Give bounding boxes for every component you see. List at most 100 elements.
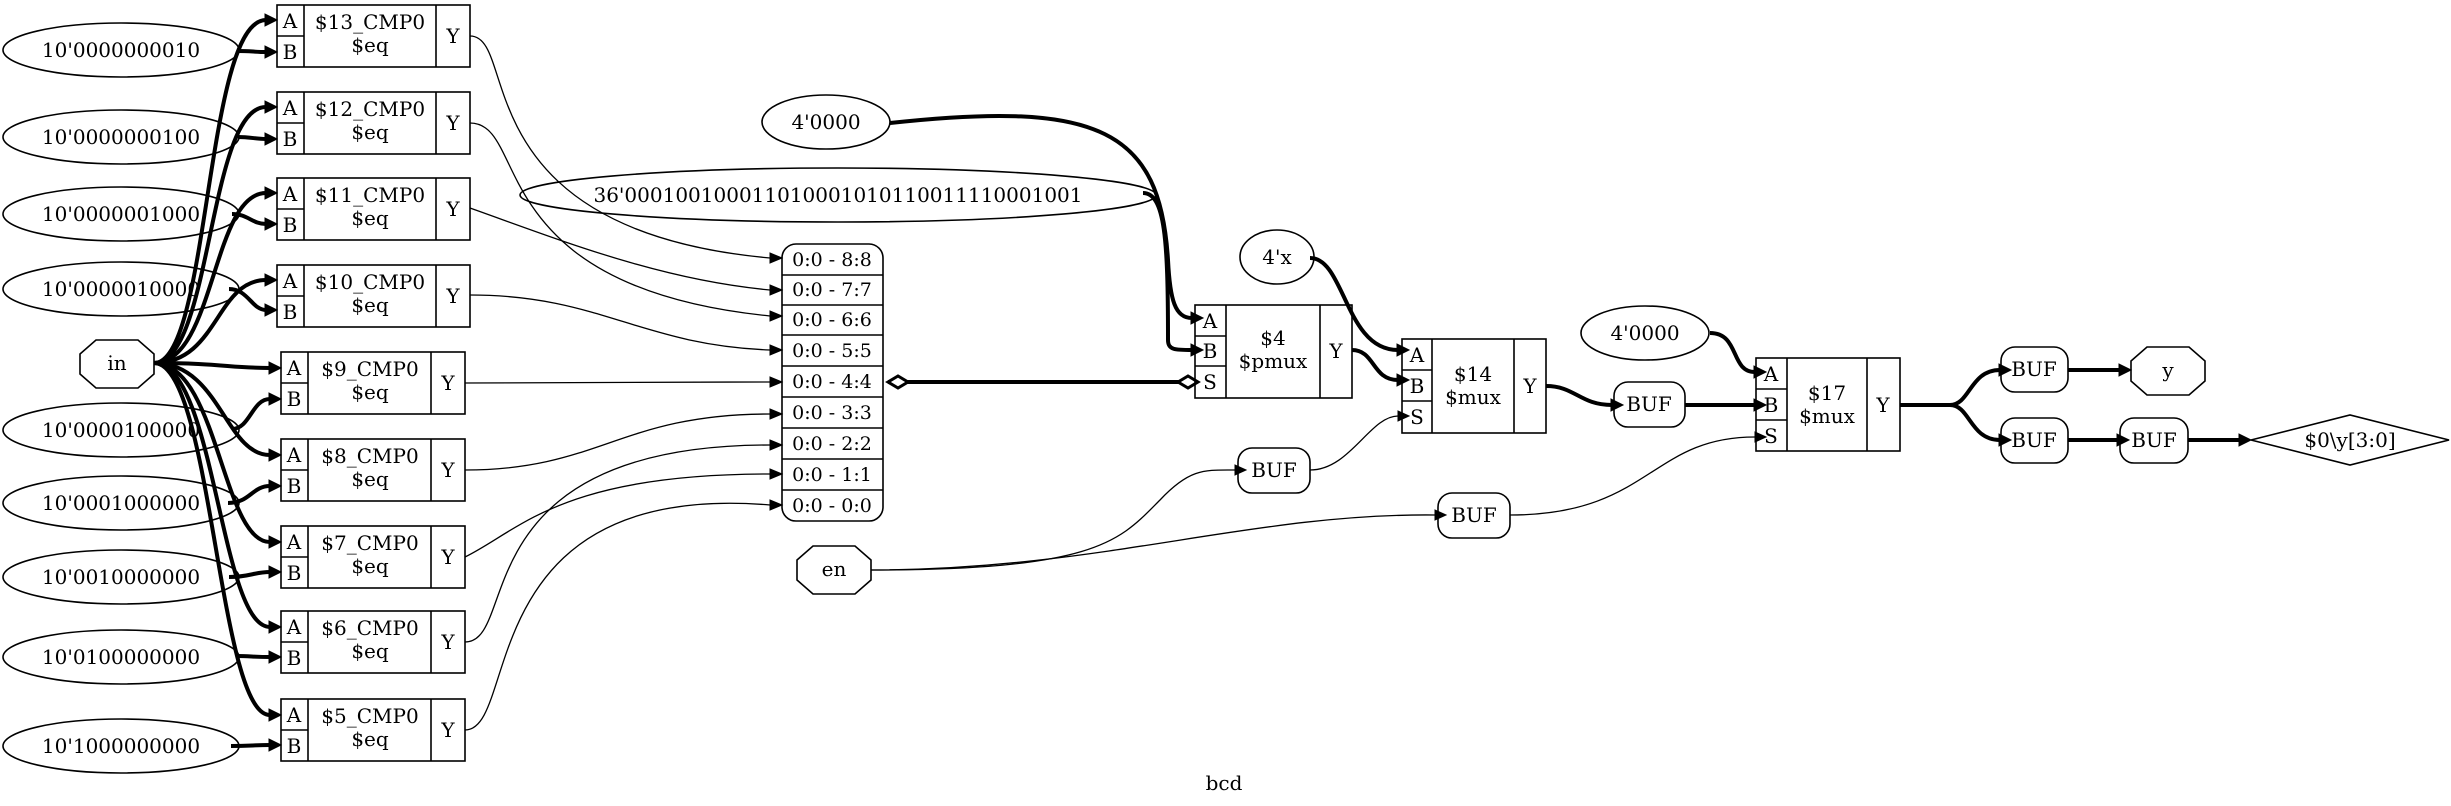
wire-in-a10: [153, 278, 267, 365]
port-y-label: Y: [445, 24, 460, 48]
arrow-heads: [264, 13, 2253, 752]
buf-mux14-out: BUF: [1613, 381, 1686, 428]
cell-op: $eq: [351, 380, 389, 404]
wire-y5: [464, 502, 771, 731]
wire-c6-b: [236, 654, 271, 659]
wire-c8-b: [227, 484, 271, 505]
cell-op: $eq: [351, 293, 389, 317]
comparator-11: A B $11_CMP0 $eq Y: [276, 177, 471, 241]
port-a-label: A: [286, 443, 302, 467]
concat-cell: 0:0 - 8:8 0:0 - 7:7 0:0 - 6:6 0:0 - 5:5 …: [781, 243, 884, 522]
wire-y12: [469, 122, 771, 317]
cell-op: $eq: [351, 639, 389, 663]
port-y-label: Y: [440, 545, 455, 569]
constant-label: 4'x: [1262, 245, 1292, 269]
port-b-label: B: [1203, 339, 1218, 363]
wire-k4x-mux14-a: [1309, 256, 1399, 352]
wire-mux14-buf3: [1545, 384, 1613, 407]
constant-c6: 10'0100000000: [2, 629, 240, 685]
port-y-label: Y: [440, 718, 455, 742]
cell-name: $5_CMP0: [321, 704, 418, 728]
wire-in-a9: [153, 361, 271, 370]
port-label: y: [2161, 358, 2174, 382]
concat-slice: 0:0 - 6:6: [792, 309, 872, 331]
wire-y9: [464, 381, 771, 384]
cell-name: $17: [1808, 381, 1846, 405]
cell-op: $eq: [351, 554, 389, 578]
cell-name: $8_CMP0: [321, 444, 418, 468]
cell-op: $mux: [1799, 404, 1856, 428]
buf-label: BUF: [2011, 357, 2057, 381]
port-a-label: A: [1409, 343, 1425, 367]
constant-c11: 10'0000001000: [2, 186, 240, 242]
comparator-5: A B $5_CMP0 $eq Y: [280, 698, 466, 762]
diagram-title: bcd: [1206, 771, 1243, 795]
wire-en-buf1: [870, 469, 1236, 571]
constant-c10: 10'0000010000: [2, 261, 240, 317]
wire-c9-b: [231, 397, 271, 431]
constant-label: 4'0000: [1610, 321, 1679, 345]
constant-k4b: 4'0000: [1580, 305, 1710, 361]
port-y-label: Y: [440, 371, 455, 395]
wire-in-a13: [153, 18, 267, 365]
port-y-label: Y: [1328, 339, 1343, 363]
concat-slice: 0:0 - 7:7: [792, 279, 872, 301]
wire-in-a6: [153, 361, 271, 629]
port-b-label: B: [283, 40, 298, 64]
constant-label: 10'0010000000: [42, 565, 200, 589]
concat-slice: 0:0 - 8:8: [792, 249, 872, 271]
constant-c5: 10'1000000000: [2, 718, 240, 774]
cell-op: $mux: [1445, 385, 1502, 409]
concat-slice: 0:0 - 2:2: [792, 433, 872, 455]
output-port-y-reg: $0\y[3:0]: [2250, 414, 2450, 466]
port-y-label: Y: [445, 197, 460, 221]
constant-c9: 10'0000100000: [2, 402, 240, 458]
constant-label: 10'0000001000: [42, 202, 200, 226]
constant-label: 10'0000000010: [42, 38, 200, 62]
cell-name: $14: [1454, 362, 1492, 386]
port-y-label: Y: [1522, 374, 1537, 398]
wire-c12-b: [237, 135, 267, 141]
cell-name: $9_CMP0: [321, 357, 418, 381]
pmux-cell: A B S $4 $pmux Y: [1194, 304, 1353, 399]
buf-yreg-2: BUF: [2119, 417, 2189, 464]
wire-k36-pmux-b: [1142, 191, 1193, 352]
wire-buf1-mux14-s: [1309, 415, 1399, 471]
wire-c5-b: [230, 743, 271, 748]
cell-op: $eq: [351, 467, 389, 491]
wire-in-a7: [153, 361, 271, 544]
constant-label: 10'0100000000: [42, 645, 200, 669]
port-b-label: B: [287, 561, 302, 585]
constant-label: 10'0000100000: [42, 418, 200, 442]
constant-label: 10'0000000100: [42, 125, 200, 149]
constant-label: 10'1000000000: [42, 734, 200, 758]
wires: [153, 18, 2240, 748]
port-a-label: A: [1763, 362, 1779, 386]
input-port-en: en: [796, 545, 872, 595]
port-y-label: Y: [445, 111, 460, 135]
comparator-12: A B $12_CMP0 $eq Y: [276, 91, 471, 155]
wire-c13-b: [237, 49, 267, 54]
buf-label: BUF: [1626, 392, 1672, 416]
constant-label: 10'0001000000: [42, 491, 200, 515]
port-y-label: Y: [440, 458, 455, 482]
port-label: en: [822, 557, 847, 581]
cell-name: $7_CMP0: [321, 531, 418, 555]
wire-c7-b: [228, 570, 271, 579]
buf-en-1: BUF: [1237, 447, 1311, 494]
port-b-label: B: [287, 474, 302, 498]
constant-k4x: 4'x: [1239, 229, 1315, 285]
wire-in-a5: [153, 361, 271, 717]
buf-en-2: BUF: [1437, 492, 1511, 539]
comparator-7: A B $7_CMP0 $eq Y: [280, 525, 466, 589]
port-y-label: Y: [440, 630, 455, 654]
port-a-label: A: [282, 269, 298, 293]
buf-label: BUF: [1451, 503, 1497, 527]
port-b-label: B: [283, 127, 298, 151]
wire-split-buf4: [1949, 368, 2001, 407]
comparator-9: A B $9_CMP0 $eq Y: [280, 351, 466, 415]
mux17-cell: A B S $17 $mux Y: [1755, 357, 1901, 452]
cell-name: $10_CMP0: [315, 270, 425, 294]
port-s-label: S: [1203, 370, 1217, 394]
